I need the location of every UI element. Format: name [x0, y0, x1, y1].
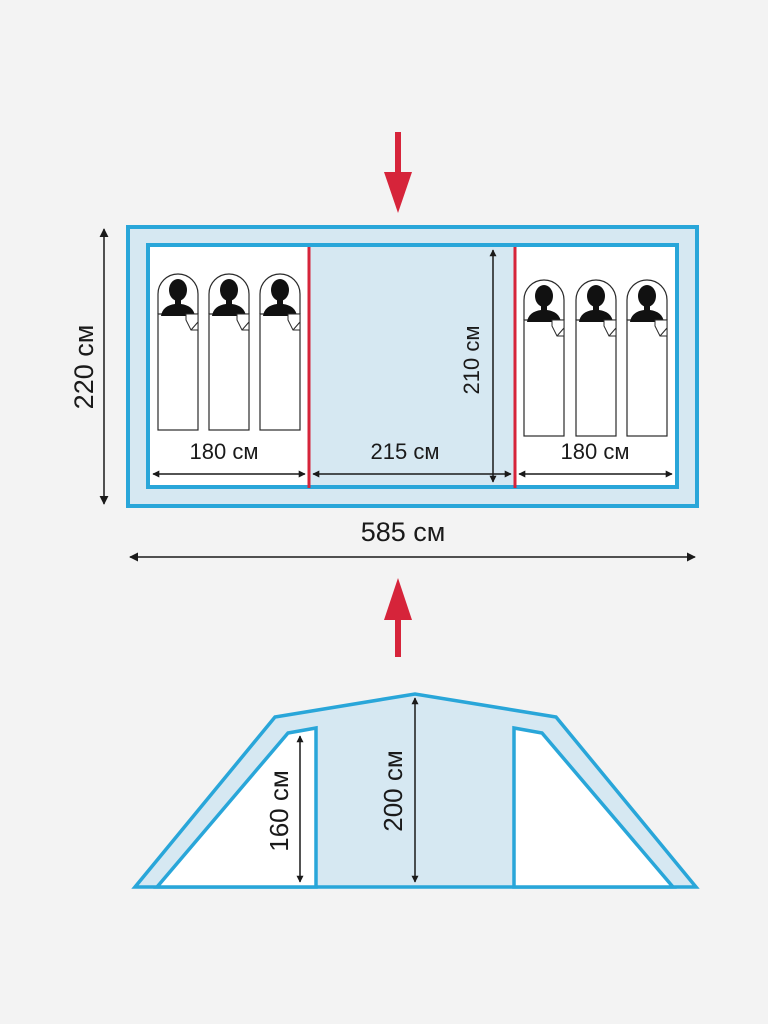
- side-profile: 160 см 200 см: [131, 692, 700, 889]
- entrance-arrow-bottom: [384, 578, 412, 657]
- entrance-arrow-top: [384, 132, 412, 213]
- left-bedroom-label: 180 см: [190, 439, 259, 464]
- vestibule-label: 215 см: [371, 439, 440, 464]
- inner-height-label: 210 см: [459, 326, 484, 395]
- total-length-label: 585 см: [361, 517, 446, 547]
- profile-right-inner: [512, 725, 677, 889]
- right-bedroom-label: 180 см: [561, 439, 630, 464]
- center-height-label: 200 см: [378, 750, 408, 831]
- floor-plan: 180 см 215 см 180 см 210 см: [126, 225, 699, 508]
- total-width-label: 220 см: [69, 325, 99, 410]
- profile-left-inner: [153, 725, 318, 889]
- side-height-label: 160 см: [264, 770, 294, 851]
- vestibule-area: [309, 247, 515, 485]
